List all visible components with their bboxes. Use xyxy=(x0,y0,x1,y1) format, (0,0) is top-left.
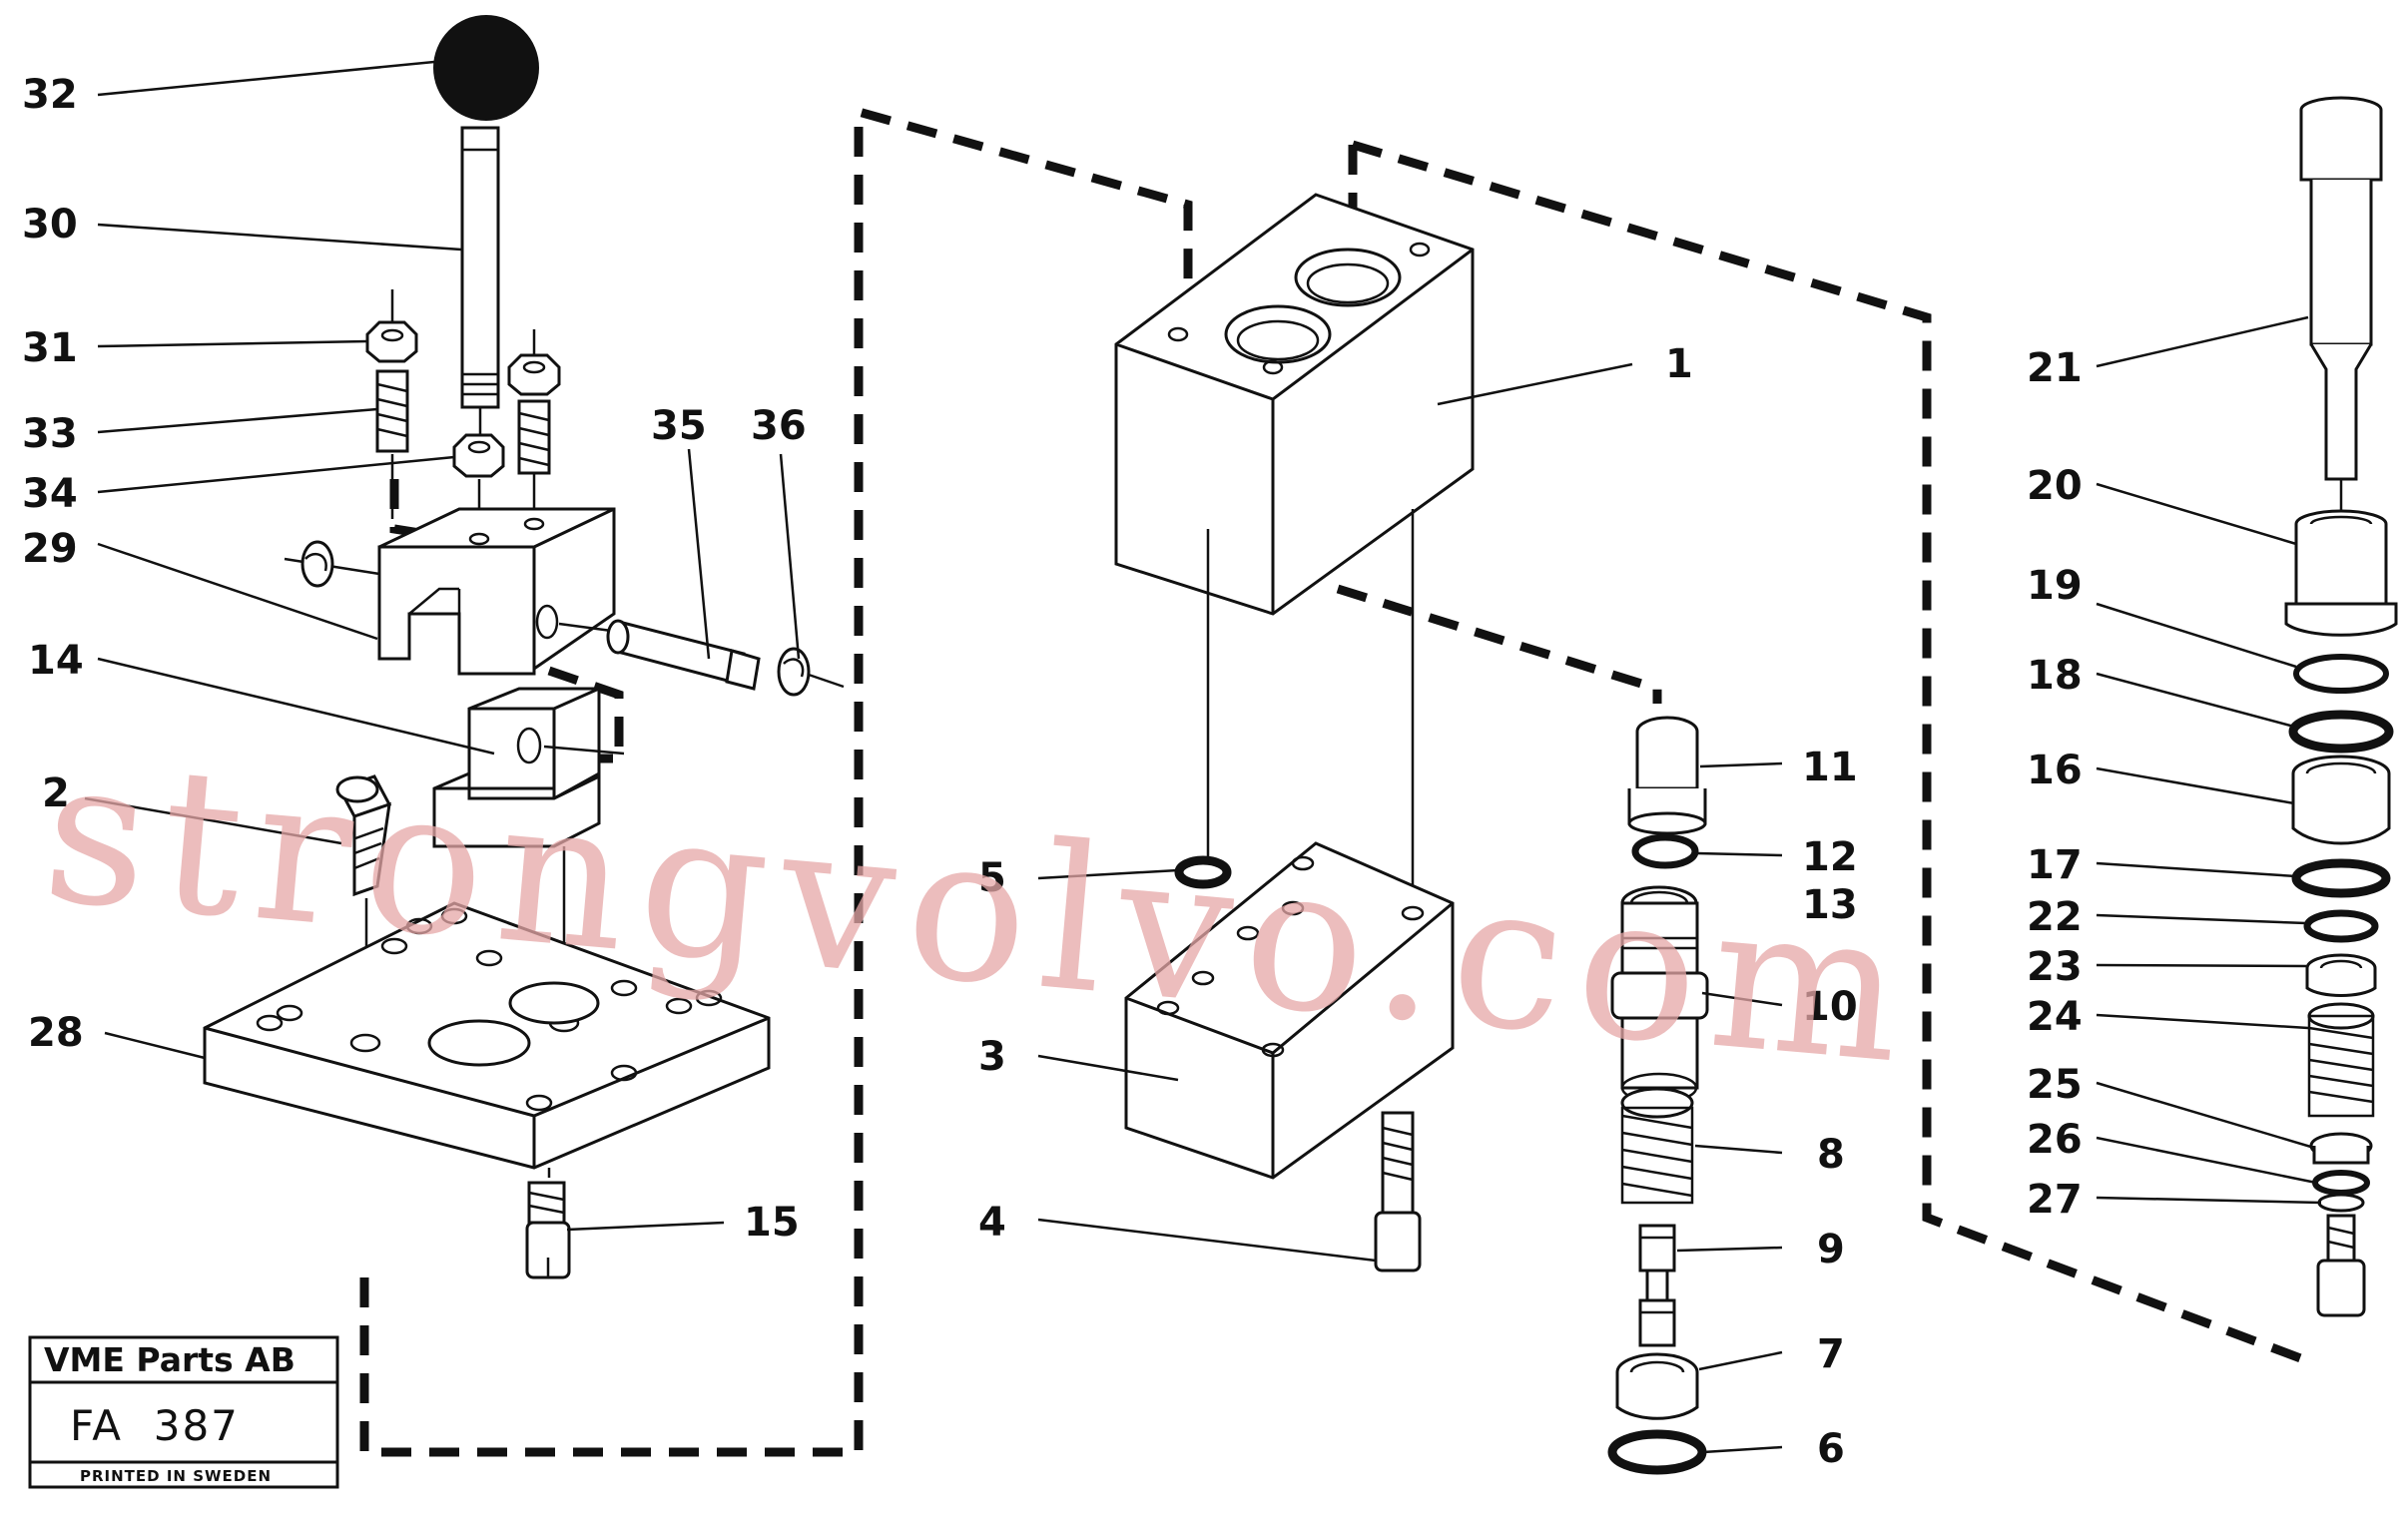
title-box-company: VME Parts AB xyxy=(44,1340,296,1379)
label-36: 36 xyxy=(751,403,807,449)
plate-28 xyxy=(203,901,771,1178)
label-30: 30 xyxy=(22,202,78,248)
label-3: 3 xyxy=(978,1034,1006,1080)
plunger-21 xyxy=(2299,96,2383,519)
o-ring-6 xyxy=(1607,1429,1707,1475)
label-16: 16 xyxy=(2027,748,2083,793)
washer-12 xyxy=(1631,833,1699,869)
bolt-2 xyxy=(335,774,392,1028)
clip-36 xyxy=(777,647,845,697)
label-26: 26 xyxy=(2027,1117,2083,1163)
label-6: 6 xyxy=(1817,1426,1845,1472)
sleeve-11 xyxy=(1627,716,1707,835)
base-block-3 xyxy=(1124,841,1455,1180)
yoke-block-29 xyxy=(377,507,616,676)
label-23: 23 xyxy=(2027,944,2083,990)
label-25: 25 xyxy=(2027,1062,2083,1108)
label-28: 28 xyxy=(28,1010,84,1056)
pin-9 xyxy=(1638,1224,1676,1347)
o-ring-17 xyxy=(2291,858,2391,898)
valve-block-1 xyxy=(1114,193,1475,893)
right-stack xyxy=(2284,96,2398,1317)
label-33: 33 xyxy=(22,411,78,457)
nut-right xyxy=(507,329,561,396)
label-19: 19 xyxy=(2027,563,2083,609)
small-parts-25-27 xyxy=(2309,1132,2373,1213)
label-27: 27 xyxy=(2027,1177,2083,1223)
label-14: 14 xyxy=(28,638,84,684)
label-13: 13 xyxy=(1802,882,1858,928)
set-screw-33 xyxy=(375,369,409,519)
label-32: 32 xyxy=(22,72,78,118)
label-20: 20 xyxy=(2027,463,2083,509)
label-35: 35 xyxy=(651,403,707,449)
label-17: 17 xyxy=(2027,842,2083,888)
o-ring-5 xyxy=(1174,855,1232,889)
lever-rod-30 xyxy=(460,126,500,439)
bolt-4 xyxy=(1374,1111,1422,1272)
washer-19 xyxy=(2293,654,2389,694)
label-7: 7 xyxy=(1817,1331,1845,1377)
bracket-14 xyxy=(432,687,625,1018)
pin-35 xyxy=(558,619,761,691)
label-22: 22 xyxy=(2027,894,2083,940)
spring-8 xyxy=(1620,1087,1694,1205)
title-box-printed: PRINTED IN SWEDEN xyxy=(80,1467,272,1485)
bushing-16 xyxy=(2291,755,2391,845)
label-10: 10 xyxy=(1802,984,1858,1030)
label-4: 4 xyxy=(978,1200,1006,1246)
part-number-labels: 32 30 31 33 34 29 14 2 28 35 36 15 1 5 3… xyxy=(22,72,2083,1472)
label-24: 24 xyxy=(2027,994,2083,1040)
washer-22 xyxy=(2303,909,2379,943)
sleeve-20 xyxy=(2284,509,2398,637)
label-29: 29 xyxy=(22,526,78,572)
set-screw-right xyxy=(517,399,551,524)
screw-15 xyxy=(525,1181,571,1279)
leader-lines xyxy=(84,60,2322,1454)
spring-24 xyxy=(2307,1002,2375,1118)
o-ring-18 xyxy=(2288,710,2394,754)
screw-right-bottom xyxy=(2316,1214,2366,1317)
spool-stack xyxy=(1607,716,1709,1475)
collar-23 xyxy=(2305,953,2377,997)
label-1: 1 xyxy=(1665,341,1693,387)
label-8: 8 xyxy=(1817,1132,1845,1178)
nut-31 xyxy=(365,289,418,363)
dashed-connection-lines xyxy=(359,106,2313,1457)
label-31: 31 xyxy=(22,325,78,371)
label-12: 12 xyxy=(1802,834,1858,880)
knob-32 xyxy=(433,15,539,121)
label-21: 21 xyxy=(2027,345,2083,391)
label-18: 18 xyxy=(2027,653,2083,699)
label-5: 5 xyxy=(978,855,1006,901)
label-34: 34 xyxy=(22,471,78,517)
label-9: 9 xyxy=(1817,1227,1845,1272)
title-box: VME Parts AB FA 387 PRINTED IN SWEDEN xyxy=(28,1335,339,1489)
clip-left xyxy=(284,540,380,588)
cap-7 xyxy=(1615,1352,1699,1420)
label-11: 11 xyxy=(1802,745,1858,790)
label-2: 2 xyxy=(42,770,70,816)
label-15: 15 xyxy=(744,1200,800,1246)
title-box-code: FA 387 xyxy=(70,1401,240,1450)
